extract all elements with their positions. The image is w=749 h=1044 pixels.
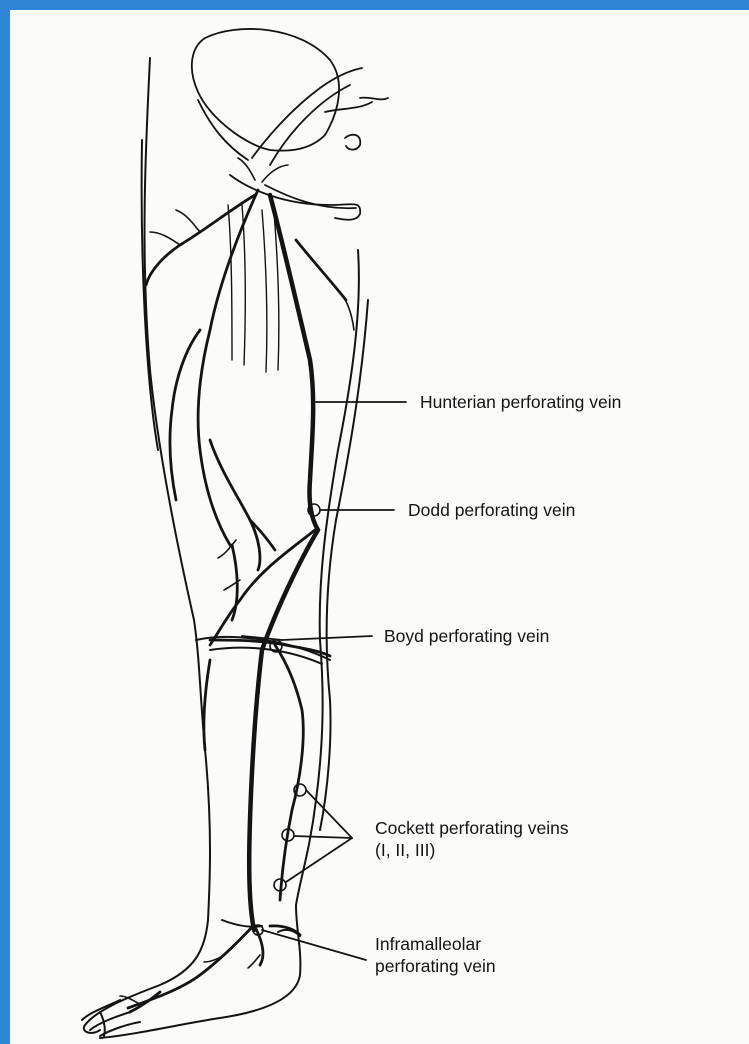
- label-inframalleolar-line1: Inframalleolar: [375, 934, 481, 955]
- fine-branches: [120, 158, 354, 1004]
- leader-lines: [242, 402, 406, 960]
- cockett-leader-3: [286, 838, 352, 882]
- perforator-markers: [253, 504, 320, 935]
- label-cockett-line2: (I, II, III): [375, 840, 435, 861]
- label-boyd: Boyd perforating vein: [384, 626, 549, 647]
- tributary-veins: [128, 190, 346, 1012]
- cockett-leader-2: [294, 836, 352, 838]
- label-cockett-line1: Cockett perforating veins: [375, 818, 569, 839]
- femur-outline: [228, 205, 279, 372]
- label-inframalleolar-line2: perforating vein: [375, 956, 496, 977]
- inframalleolar-leader: [262, 930, 366, 960]
- cockett-leader-1: [306, 790, 352, 838]
- pelvis-outline: [192, 29, 388, 220]
- label-hunterian: Hunterian perforating vein: [420, 392, 621, 413]
- label-dodd: Dodd perforating vein: [408, 500, 575, 521]
